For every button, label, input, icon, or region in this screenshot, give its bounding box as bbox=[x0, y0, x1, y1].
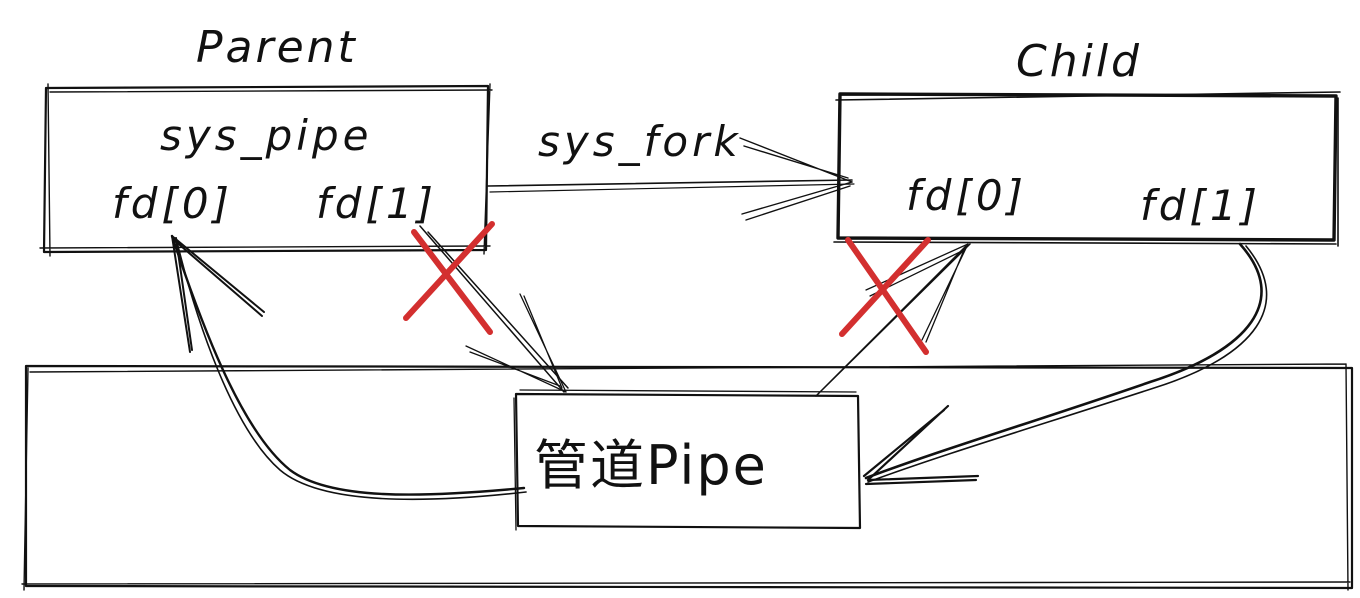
parent-box bbox=[39, 83, 493, 257]
parent-fd1-to-pipe-arrow bbox=[419, 225, 569, 393]
parent-call-label: sys_pipe bbox=[160, 111, 372, 160]
parent-fd1-label: fd[1] bbox=[316, 179, 437, 228]
cross-stroke bbox=[839, 237, 931, 337]
child-fd1-label: fd[1] bbox=[1140, 181, 1261, 230]
parent-title: Parent bbox=[196, 22, 358, 73]
cross-mark-parent-fd1 bbox=[403, 221, 495, 335]
child-box bbox=[833, 91, 1341, 247]
pipe-to-parent-fd0-arrow bbox=[170, 234, 527, 501]
fork-label: sys_fork bbox=[538, 117, 742, 166]
child-fd0-label: fd[0] bbox=[906, 171, 1027, 220]
parent-fd0-label: fd[0] bbox=[112, 179, 233, 228]
cross-stroke bbox=[845, 237, 929, 355]
fork-arrow bbox=[487, 137, 855, 221]
cross-stroke bbox=[411, 229, 493, 335]
child-fd1-to-pipe-arrow bbox=[862, 242, 1268, 486]
child-title: Child bbox=[1016, 36, 1142, 87]
cross-stroke bbox=[403, 221, 495, 321]
pipe-box bbox=[513, 389, 862, 531]
cross-mark-child-fd0 bbox=[839, 237, 931, 355]
pipe-label: 管道Pipe bbox=[534, 434, 768, 497]
outer-box bbox=[21, 363, 1354, 591]
pipe-to-child-fd0-arrow bbox=[815, 243, 971, 397]
